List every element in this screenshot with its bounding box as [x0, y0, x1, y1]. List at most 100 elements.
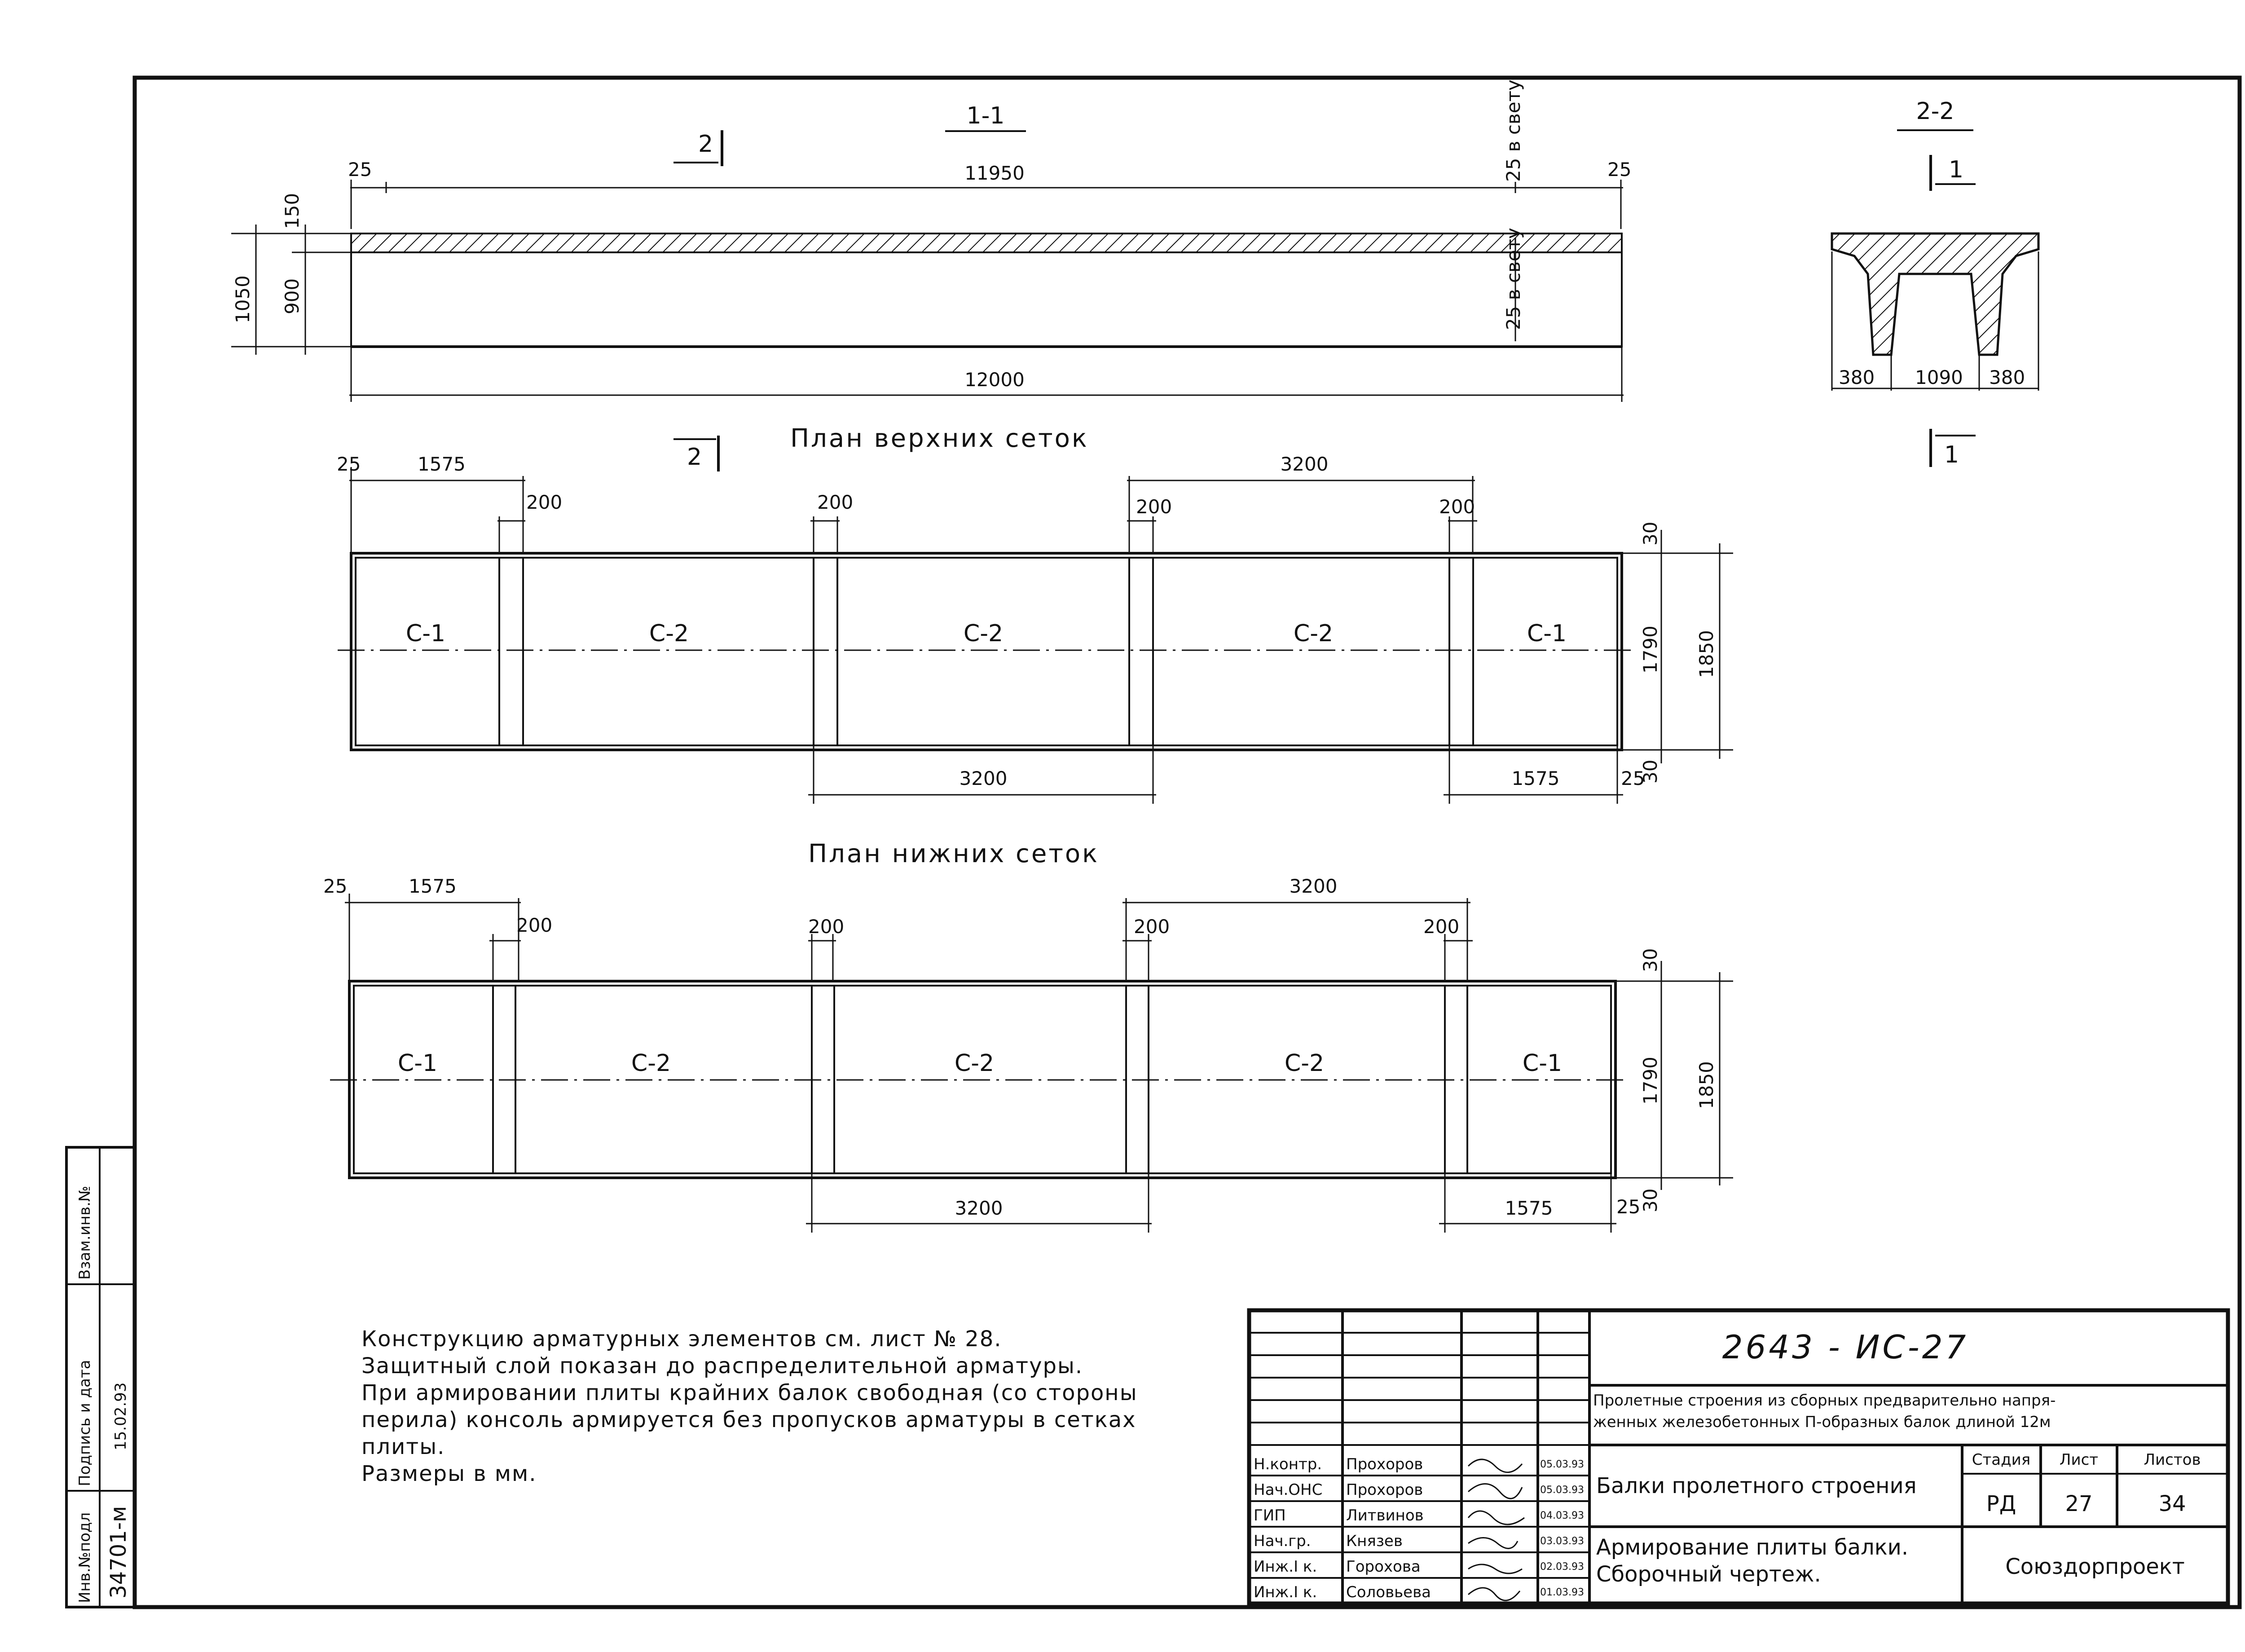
side-stamp-sign-value: 15.02.93	[112, 1383, 130, 1450]
signer-date-5: 02.03.93	[1540, 1561, 1584, 1573]
plan-bottom-panel-5: С-1	[1523, 1050, 1562, 1077]
beam-slab	[350, 233, 1623, 253]
plan-top-dim-200-c: 200	[1136, 496, 1172, 518]
signer-role-5: Инж.I к.	[1254, 1558, 1317, 1576]
plan-top-meshes: План верхних сеток 2 25 1575 200 200 320…	[337, 424, 1733, 804]
plan-top-panel-3: С-2	[964, 620, 1003, 647]
plan-top-gap-4	[1448, 557, 1474, 746]
section-1-1-title: 1-1	[967, 102, 1005, 129]
signer-name-2: Прохоров	[1346, 1481, 1423, 1499]
title-block: Н.контр. Прохоров 05.03.93 Нач.ОНС Прохо…	[1247, 1308, 2230, 1606]
general-notes: Конструкцию арматурных элементов см. лис…	[361, 1326, 1138, 1486]
plan-bottom-dim-1790: 1790	[1639, 1057, 1661, 1105]
side-stamp-inv-value: 34701-м	[106, 1506, 131, 1599]
plan-bottom-dim-200-c: 200	[1134, 916, 1170, 938]
plan-top-gap-3	[1128, 557, 1154, 746]
section-marker-1-bottom: 1	[1944, 441, 1959, 468]
drawing-line-1: Армирование плиты балки.	[1596, 1535, 1908, 1560]
plan-top-panel-2: С-2	[649, 620, 689, 647]
dim-clear-bottom: 25 в свету	[1502, 228, 1524, 330]
plan-bottom-title: План нижних сеток	[808, 839, 1099, 868]
plan-top-panel-5: С-1	[1527, 620, 1567, 647]
plan-top-dim-1850: 1850	[1695, 630, 1717, 678]
note-line-1: Конструкцию арматурных элементов см. лис…	[361, 1326, 1002, 1352]
dim-1090: 1090	[1915, 366, 1963, 388]
plan-bottom-dim-30-top: 30	[1639, 948, 1661, 972]
signer-date-4: 03.03.93	[1540, 1536, 1584, 1547]
project-line-1: Пролетные строения из сборных предварите…	[1593, 1392, 2056, 1410]
plan-top-dim-200-b: 200	[817, 491, 853, 513]
dim-clear-top: 25 в свету	[1502, 79, 1524, 182]
organization: Союздорпроект	[2005, 1554, 2185, 1579]
plan-top-dim-1575: 1575	[418, 453, 466, 475]
plan-top-dim-200-d: 200	[1439, 496, 1475, 518]
dim-25-left: 25	[348, 159, 372, 181]
signer-role-4: Нач.гр.	[1254, 1532, 1311, 1550]
beam-web	[350, 251, 1623, 348]
plan-top-outline	[350, 552, 1623, 751]
plan-bottom-panel-3: С-2	[955, 1050, 994, 1077]
signer-date-2: 05.03.93	[1540, 1485, 1584, 1496]
plan-top-dim-1790: 1790	[1639, 626, 1661, 674]
plan-top-dim-25-bottom: 25	[1621, 767, 1645, 789]
section-1-1: 1-1 2 25 11950 25 25 в свету 25 в свету …	[231, 79, 1631, 402]
doc-code: 2643 - ИС-27	[1722, 1328, 1969, 1366]
signer-role-6: Инж.I к.	[1254, 1583, 1317, 1601]
section-marker-2: 2	[698, 131, 713, 158]
plan-bottom-meshes: План нижних сеток 25 1575 200 200 3200 2…	[323, 839, 1733, 1233]
signer-name-1: Прохоров	[1346, 1455, 1423, 1473]
note-line-6: Размеры в мм.	[361, 1461, 537, 1486]
dim-380-left: 380	[1839, 366, 1875, 388]
signer-name-6: Соловьева	[1346, 1583, 1431, 1601]
signer-name-3: Литвинов	[1346, 1507, 1424, 1524]
signer-date-3: 04.03.93	[1540, 1510, 1584, 1521]
plan-bottom-dim-200-a: 200	[516, 914, 552, 936]
signer-date-6: 01.03.93	[1540, 1587, 1584, 1598]
sheet-value: 27	[2065, 1491, 2092, 1516]
pi-beam-cross-section	[1831, 232, 2040, 356]
sheet-title: Балки пролетного строения	[1596, 1473, 1917, 1498]
plan-top-dim-3200-bottom: 3200	[960, 767, 1008, 789]
note-line-2: Защитный слой показан до распределительн…	[361, 1353, 1083, 1379]
stage-label: Стадия	[1972, 1451, 2030, 1469]
section-2-2: 2-2 1 380 1090 380 1	[1831, 98, 2040, 468]
signer-role-3: ГИП	[1254, 1507, 1286, 1524]
plan-top-panel-1: С-1	[406, 620, 445, 647]
plan-bottom-dim-25-bottom: 25	[1616, 1196, 1640, 1218]
plan-bottom-dim-1575: 1575	[409, 875, 457, 897]
plan-top-dim-25: 25	[337, 453, 361, 475]
signer-date-1: 05.03.93	[1540, 1459, 1584, 1470]
plan-top-panel-4: С-2	[1294, 620, 1333, 647]
sheets-value: 34	[2158, 1491, 2186, 1516]
plan-bottom-dim-3200-bottom: 3200	[955, 1197, 1003, 1219]
side-stamp: Инв.№подл 34701-м Подпись и дата 15.02.9…	[65, 1146, 136, 1608]
drawing-line-2: Сборочный чертеж.	[1596, 1562, 1821, 1587]
plan-top-title: План верхних сеток	[790, 424, 1089, 453]
plan-bottom-dim-200-d: 200	[1423, 916, 1459, 938]
plan-bottom-panel-2: С-2	[631, 1050, 671, 1077]
plan-bottom-panel-1: С-1	[398, 1050, 437, 1077]
dim-11950: 11950	[964, 162, 1025, 184]
signer-name-5: Горохова	[1346, 1558, 1421, 1576]
plan-top-dim-200-a: 200	[526, 491, 562, 513]
plan-bottom-dim-200-b: 200	[808, 916, 844, 938]
side-stamp-inv-label: Инв.№подл	[76, 1512, 94, 1603]
plan-top-gap-2	[813, 557, 838, 746]
signer-role-2: Нач.ОНС	[1254, 1481, 1322, 1499]
signature-scribbles	[1467, 1458, 1525, 1601]
dim-h-1050: 1050	[232, 275, 254, 323]
plan-top-inner	[355, 557, 1618, 746]
sheet-label: Лист	[2060, 1451, 2098, 1469]
plan-top-marker-2: 2	[687, 444, 702, 471]
side-stamp-vzam-label: Взам.инв.№	[76, 1186, 94, 1280]
plan-bottom-dim-3200-top: 3200	[1290, 875, 1338, 897]
plan-bottom-dim-1850: 1850	[1695, 1061, 1717, 1109]
dim-380-right: 380	[1989, 366, 2025, 388]
plan-top-dim-3200-top: 3200	[1281, 453, 1329, 475]
side-stamp-sign-label: Подпись и дата	[76, 1360, 94, 1486]
sheet-frame	[132, 75, 2242, 1609]
project-line-2: женных железобетонных П-образных балок д…	[1593, 1413, 2051, 1431]
note-line-3: При армировании плиты крайних балок своб…	[361, 1380, 1138, 1405]
